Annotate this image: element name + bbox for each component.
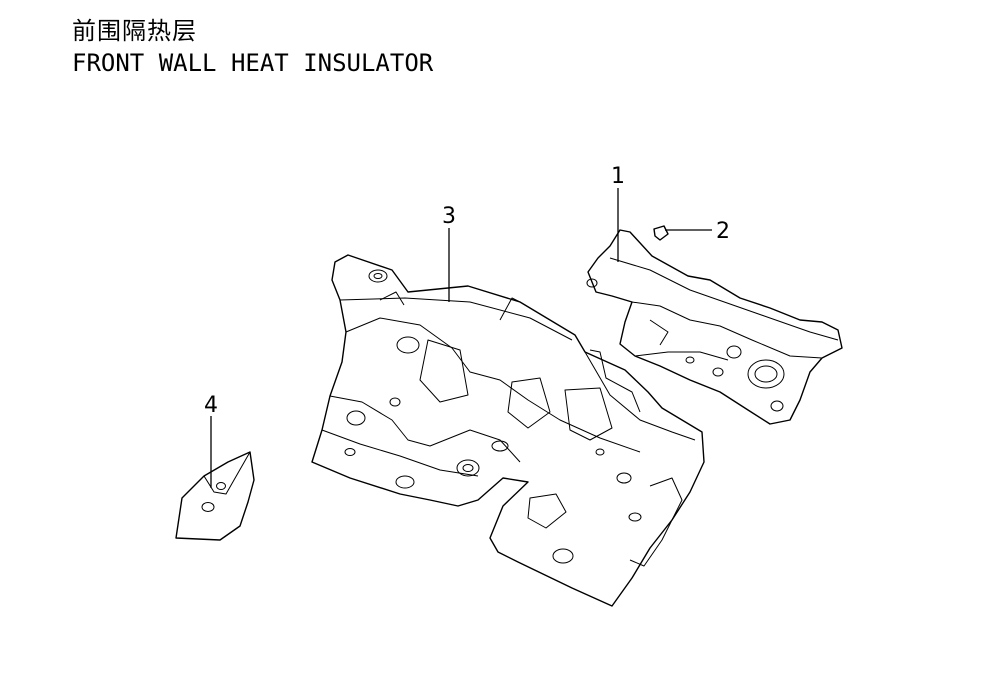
part-1-upper-insulator xyxy=(586,229,843,425)
callout-1: 1 xyxy=(611,164,625,189)
callout-4: 4 xyxy=(204,393,218,418)
part-3-main-insulator xyxy=(311,254,705,607)
part-2-clip xyxy=(653,225,669,241)
title-block: 前围隔热层 FRONT WALL HEAT INSULATOR xyxy=(72,16,433,80)
part-4-small-pad xyxy=(175,451,255,541)
title-chinese: 前围隔热层 xyxy=(72,17,197,45)
callout-2: 2 xyxy=(716,219,730,244)
title-english: FRONT WALL HEAT INSULATOR xyxy=(72,49,434,77)
callout-3: 3 xyxy=(442,204,456,229)
